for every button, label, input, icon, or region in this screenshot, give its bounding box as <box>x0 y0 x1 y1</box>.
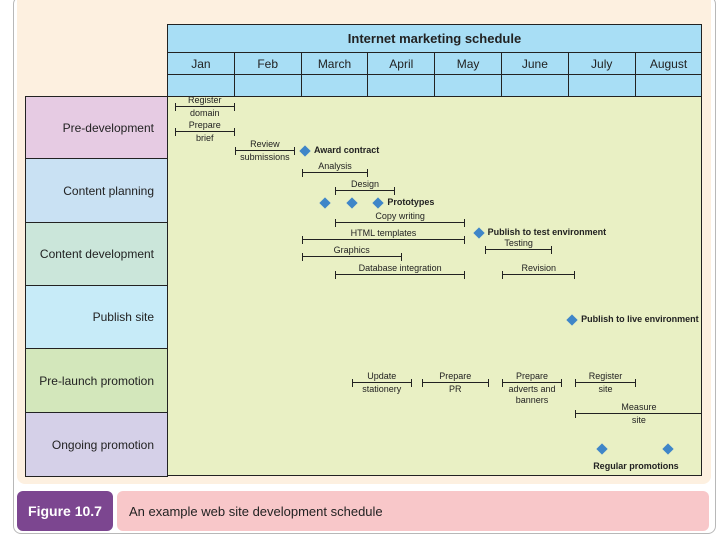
figure-label: Figure 10.7 <box>17 491 113 531</box>
task-label: Register <box>187 95 222 105</box>
month-cell <box>233 74 302 97</box>
task-bar <box>301 236 466 244</box>
month-cell <box>167 74 235 97</box>
task-label: Graphics <box>333 245 370 255</box>
task-label: Testing <box>504 238 533 248</box>
month-header: April <box>367 52 436 75</box>
phase-label: Content development <box>25 222 168 286</box>
task-label: Prepare <box>188 120 221 130</box>
month-header: June <box>501 52 569 75</box>
milestone-diamond-icon <box>372 197 385 209</box>
milestone-label: Prototypes <box>387 197 435 207</box>
task-label: Design <box>351 179 380 189</box>
task-bar <box>485 246 553 254</box>
task-label: site <box>598 384 613 394</box>
task-label: HTML templates <box>350 228 417 238</box>
milestone-diamond-icon <box>319 197 331 209</box>
task-bar <box>335 187 396 195</box>
task-bar <box>575 379 636 387</box>
month-cell <box>300 74 369 97</box>
task-label: Revision <box>521 263 556 273</box>
task-bar <box>335 219 466 227</box>
month-header: Jan <box>167 52 235 75</box>
task-label: brief <box>195 133 214 143</box>
milestone-diamond-icon <box>472 227 485 239</box>
milestone-label: Award contract <box>313 145 380 155</box>
milestone-label: Regular promotions <box>593 461 679 471</box>
task-bar <box>502 271 576 279</box>
month-cell <box>567 74 636 97</box>
task-label: Review <box>250 139 280 149</box>
task-label: PR <box>448 384 462 394</box>
task-bar <box>421 379 489 387</box>
task-label: Database integration <box>358 263 442 273</box>
month-header: August <box>634 52 703 75</box>
task-label: site <box>631 415 646 425</box>
month-header: Feb <box>233 52 302 75</box>
task-label: Analysis <box>318 161 352 171</box>
task-bar <box>575 410 703 418</box>
phase-label: Content planning <box>25 158 168 223</box>
task-label: Update <box>367 371 397 381</box>
month-header: July <box>567 52 636 75</box>
figure-caption: An example web site development schedule <box>117 491 709 531</box>
milestone-diamond-icon <box>299 145 311 157</box>
task-label: banners <box>515 395 549 405</box>
month-header: March <box>300 52 369 75</box>
task-bar <box>502 379 563 387</box>
task-label: Register <box>588 371 623 381</box>
milestone-diamond-icon <box>566 314 578 326</box>
phase-label: Pre-launch promotion <box>25 348 168 413</box>
task-bar <box>234 147 295 155</box>
month-cell <box>367 74 436 97</box>
task-label: adverts and <box>508 384 556 394</box>
month-cell <box>501 74 569 97</box>
month-cell <box>434 74 502 97</box>
task-bar <box>351 379 412 387</box>
task-bar <box>335 271 466 279</box>
task-bar <box>301 253 402 261</box>
phase-label: Ongoing promotion <box>25 412 168 477</box>
task-label: Prepare <box>439 371 472 381</box>
task-label: stationery <box>362 384 402 394</box>
chart-title: Internet marketing schedule <box>167 24 702 53</box>
task-label: submissions <box>240 152 290 162</box>
phase-label: Publish site <box>25 285 168 349</box>
milestone-diamond-icon <box>346 197 358 209</box>
milestone-label: Publish to live environment <box>581 314 699 324</box>
task-bar <box>174 103 235 111</box>
phase-label: Pre-development <box>25 96 168 159</box>
milestone-label: Publish to test environment <box>487 227 607 237</box>
task-label: domain <box>189 108 220 118</box>
month-cell <box>634 74 703 97</box>
task-label: Measure <box>621 402 657 412</box>
task-bar <box>174 128 235 136</box>
task-label: Copy writing <box>375 211 425 221</box>
milestone-diamond-icon <box>661 443 674 455</box>
month-header: May <box>434 52 502 75</box>
milestone-diamond-icon <box>596 443 608 455</box>
task-label: Prepare <box>516 371 549 381</box>
task-bar <box>301 169 369 177</box>
